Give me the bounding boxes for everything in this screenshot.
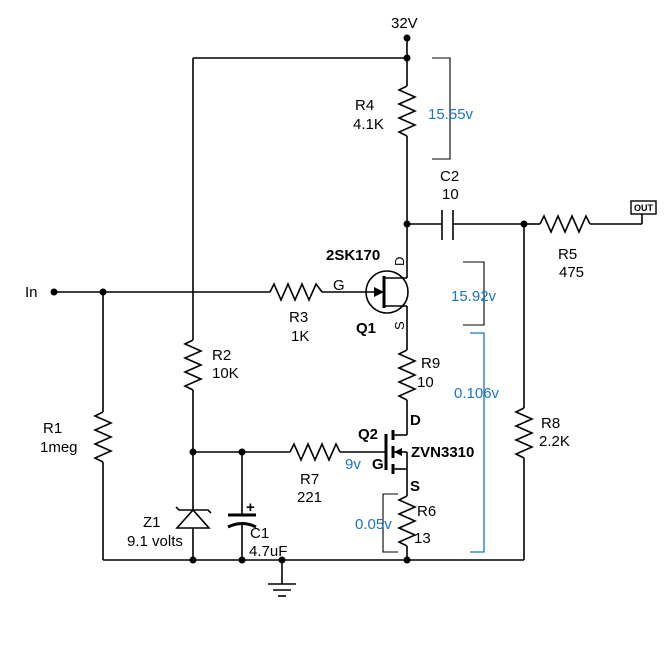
q1-ref: Q1 [356,320,376,337]
r3-ref: R3 [289,309,308,326]
q2-drain-pin: D [410,412,421,429]
c1-value: 4.7uF [249,543,287,560]
c2-value: 10 [442,186,459,203]
q2-source-pin: S [410,478,420,495]
ground-rail [103,556,524,564]
r6-measure-bracket [382,493,398,553]
r6-voltage: 0.05v [355,516,392,533]
svg-text:OUT: OUT [634,203,654,213]
r1-ref: R1 [43,420,62,437]
r8-resistor [514,224,534,560]
r2-resistor [183,58,203,452]
c1-polarity: + [246,499,255,516]
q2-part: ZVN3310 [411,444,474,461]
c2-ref: C2 [440,168,459,185]
span-voltage: 0.106v [454,385,500,402]
z1-value: 9.1 volts [127,533,183,550]
r2-ref: R2 [212,347,231,364]
r7-resistor [289,442,386,462]
c1-capacitor [227,452,257,560]
output-terminal: OUT [630,200,657,215]
r7-value: 221 [297,489,322,506]
c2-capacitor [407,210,524,240]
r4-resistor [397,58,417,224]
q1-drain-pin: D [392,257,407,266]
q2-ref: Q2 [358,426,378,443]
q2-mosfet [384,430,408,496]
supply-label: 32V [391,15,418,32]
ground-symbol [268,560,296,597]
q1-voltage: 15.92v [451,288,497,305]
span-measure-bracket [470,332,485,553]
r5-ref: R5 [558,246,577,263]
supply-node [193,34,411,62]
r9-ref: R9 [421,355,440,372]
r9-value: 10 [417,374,434,391]
c1-ref: C1 [250,525,269,542]
q1-source-pin: S [392,321,407,330]
r8-ref: R8 [541,415,560,432]
r5-value: 475 [559,264,584,281]
q1-gate-pin: G [333,277,345,294]
q1-jfet [348,224,409,350]
r6-ref: R6 [417,503,436,520]
r2-value: 10K [212,365,239,382]
input-label: In [25,284,38,301]
r1-resistor [93,292,113,560]
r9-resistor [397,349,417,430]
r5-resistor [524,214,643,234]
gate-voltage: 9v [345,456,361,473]
r6-value: 13 [414,530,431,547]
r4-value: 4.1K [353,116,384,133]
r1-value: 1meg [40,439,78,456]
r7-ref: R7 [300,471,319,488]
q1-measure-bracket [463,261,485,326]
r8-value: 2.2K [539,433,570,450]
z1-ref: Z1 [143,514,161,531]
r3-resistor [269,282,348,302]
r4-measure-bracket [432,57,451,160]
r4-ref: R4 [355,97,374,114]
r6-resistor [397,495,417,560]
q2-gate-pin: G [372,456,384,473]
z1-zener [175,452,212,560]
r3-value: 1K [291,328,309,345]
r4-voltage: 15.55v [428,106,474,123]
q1-part: 2SK170 [326,247,380,264]
